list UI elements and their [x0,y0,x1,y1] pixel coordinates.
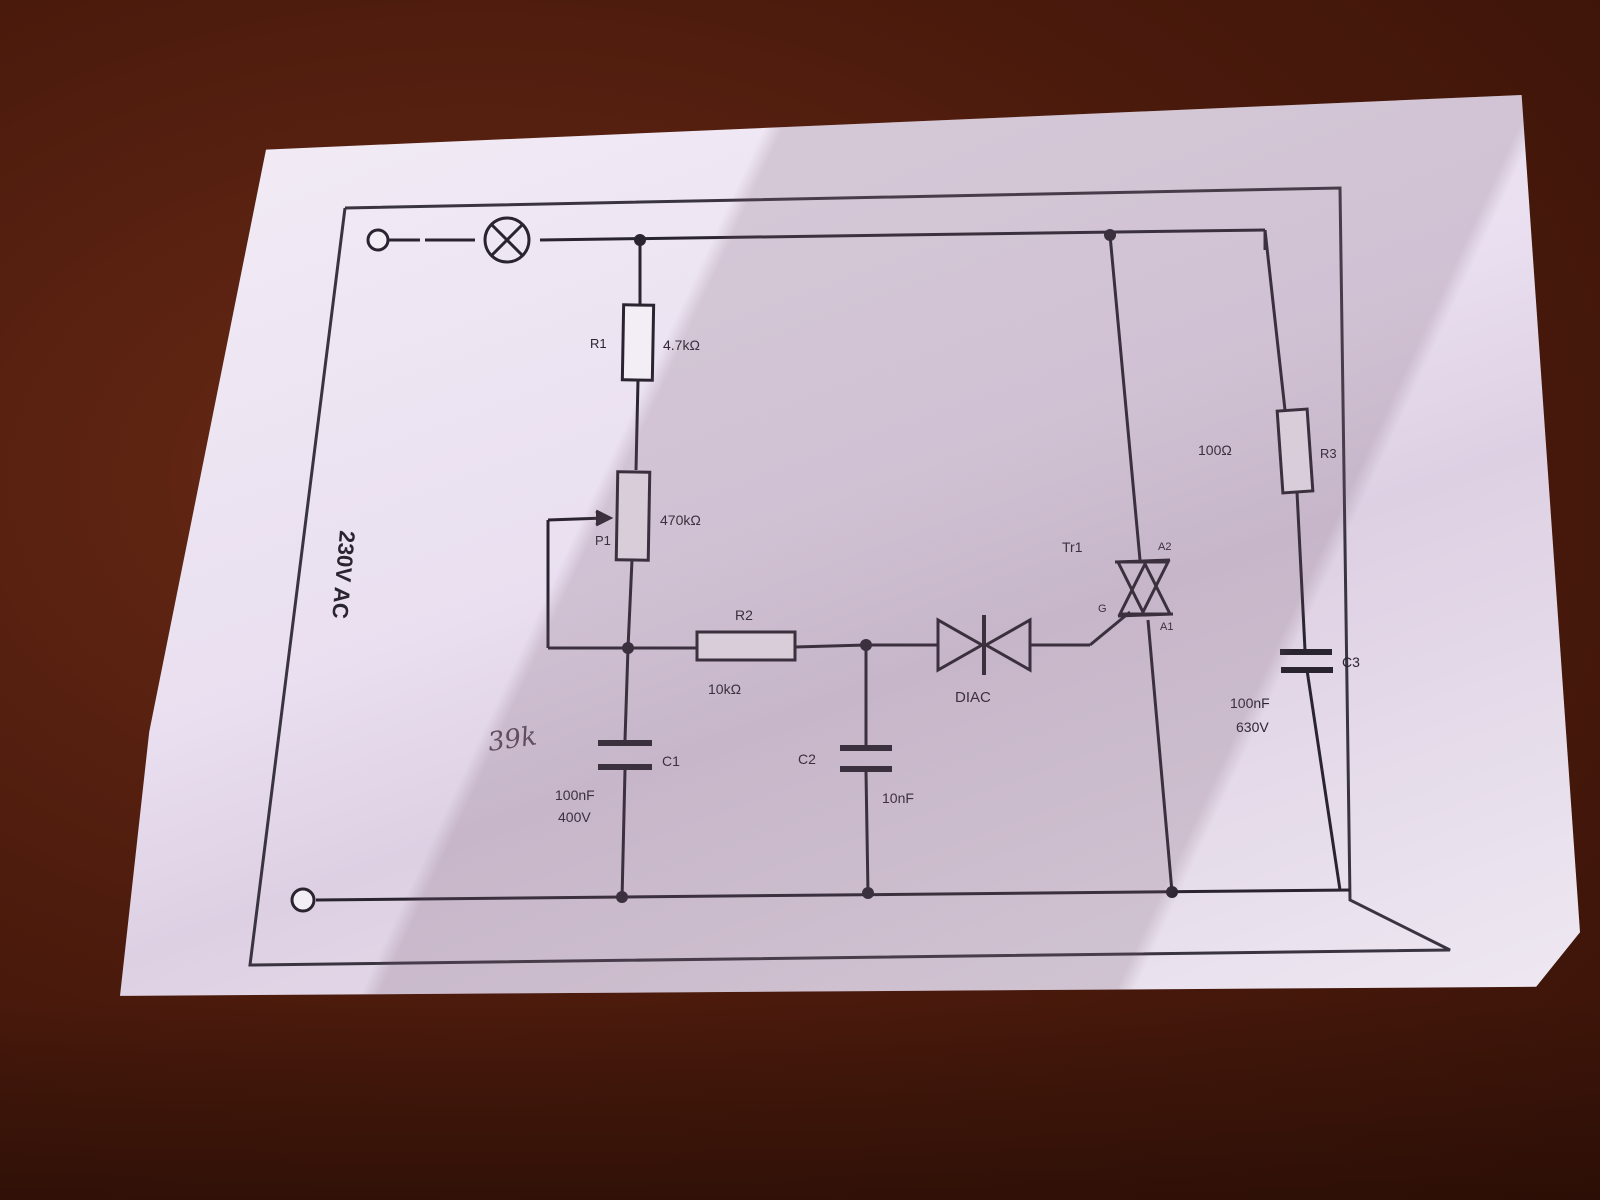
c3-value: 100nF [1230,695,1270,711]
triac-ref: Tr1 [1062,539,1083,555]
junction-bottom-left [616,891,628,903]
diac-wiring [866,610,1131,647]
paper-sheet [120,95,1580,996]
r1-ref: R1 [590,336,607,351]
r2-value: 10kΩ [708,681,741,697]
resistor-r2 [695,630,797,662]
resistor-r1 [620,303,656,382]
junction-c2-bottom [862,887,874,899]
c2-ref: C2 [798,751,816,767]
diac-symbol [936,615,1032,675]
resistor-r3 [1275,407,1315,495]
triac-mt1: A1 [1160,621,1173,633]
r2-ref: R2 [735,607,753,623]
r1-value: 4.7kΩ [663,337,700,353]
capacitor-c2 [840,745,892,772]
top-rail [385,228,1267,250]
table-surface [0,1000,1600,1200]
junction-triac-top [1104,229,1116,241]
p1-value: 470kΩ [660,512,701,528]
c3-ref: C3 [1342,654,1360,670]
schematic-border [248,186,1451,967]
p1-ref: P1 [595,533,611,548]
snubber-branch [1263,229,1342,891]
triac-symbol [1114,558,1174,618]
r2-wiring [628,643,867,650]
triac-gate: G [1098,603,1107,615]
junction-top-left [634,234,646,246]
c1-ref: C1 [662,753,680,769]
lamp-symbol [483,216,531,264]
top-terminal [366,228,390,252]
c2-branch [864,645,870,894]
junction-triac-bottom [1166,886,1178,898]
c2-value: 10nF [882,790,914,806]
bottom-terminal [290,887,316,913]
c1-value: 100nF [555,787,595,803]
bottom-rail [315,888,1351,902]
potentiometer-p1 [614,470,652,562]
c1-voltage: 400V [558,809,591,825]
diac-label: DIAC [955,689,991,706]
capacitor-c1 [598,740,652,770]
supply-label: 230V AC [327,530,360,620]
c3-voltage: 630V [1236,719,1269,735]
capacitor-c3 [1280,649,1333,673]
p1-wiper [546,509,628,650]
triac-branch [1108,234,1174,893]
triac-mt2: A2 [1158,541,1171,553]
left-branch [620,240,642,901]
r3-value: 100Ω [1198,442,1232,458]
handwritten-note: 39k [486,721,539,758]
r3-ref: R3 [1320,446,1337,461]
